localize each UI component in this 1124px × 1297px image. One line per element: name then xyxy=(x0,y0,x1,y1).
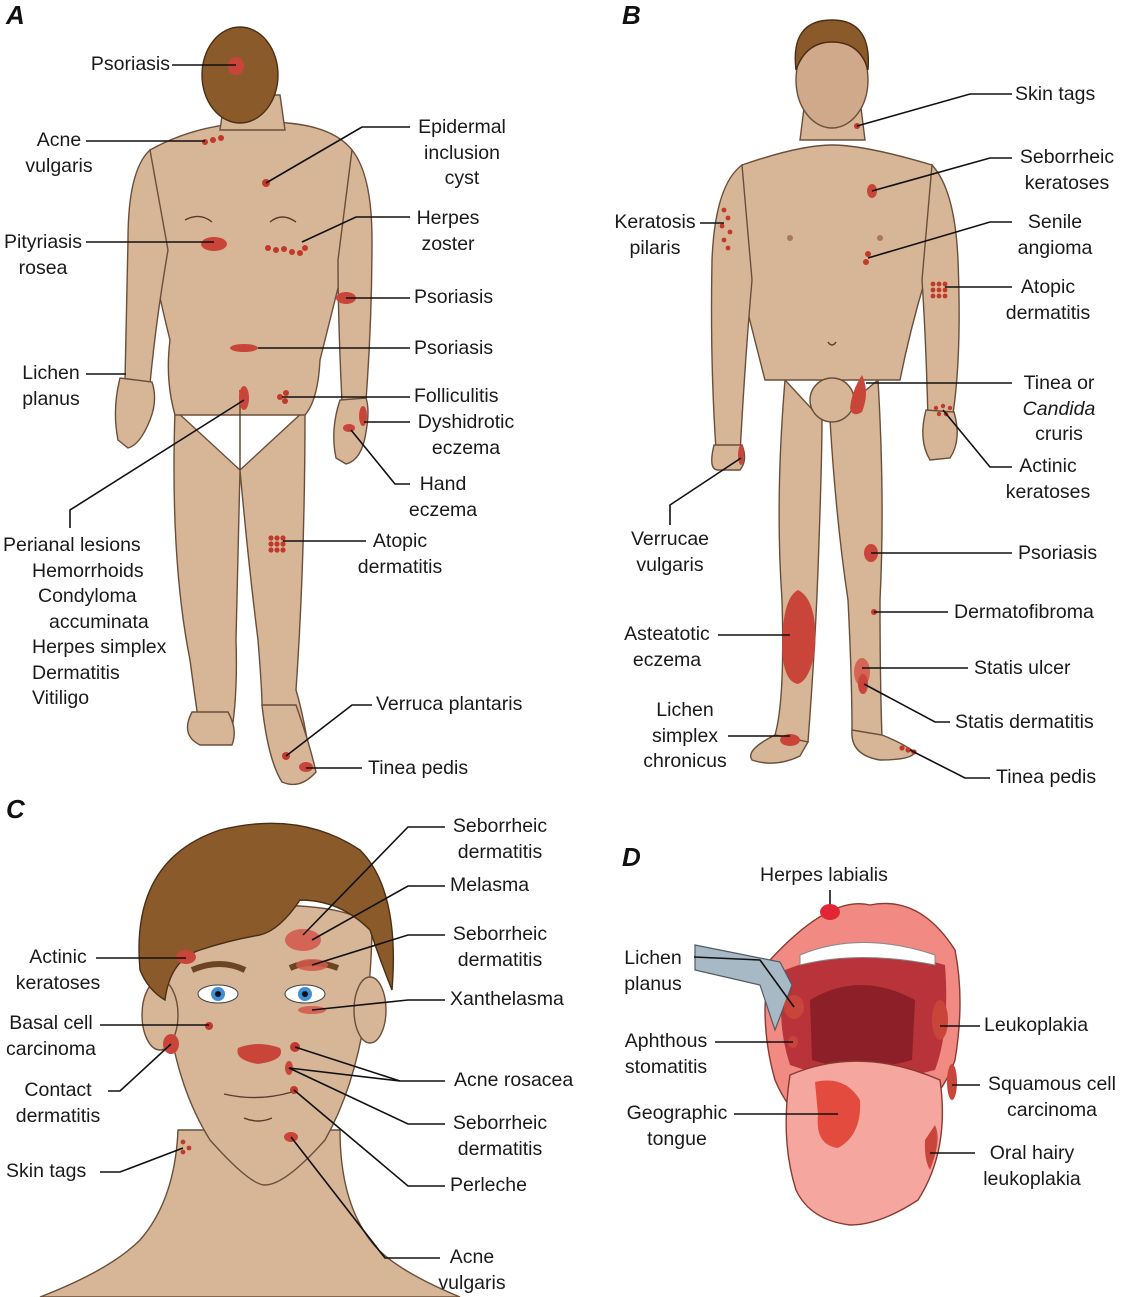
label-c-perleche: Perleche xyxy=(450,1174,527,1196)
panel-a-figure xyxy=(114,26,373,786)
label-a-psoriasis-back: Psoriasis xyxy=(414,337,494,359)
label-b-statis-dermatitis: Statis dermatitis xyxy=(955,711,1094,733)
panel-letter-b: B xyxy=(622,0,641,30)
label-b-psoriasis: Psoriasis xyxy=(1018,542,1098,564)
label-a-verruca-plantaris: Verruca plantaris xyxy=(376,693,523,715)
panel-letter-a: A xyxy=(6,0,25,30)
label-b-statis-ulcer: Statis ulcer xyxy=(974,657,1071,679)
label-b-tinea-pedis: Tinea pedis xyxy=(996,766,1097,788)
label-b-dermatofibroma: Dermatofibroma xyxy=(954,601,1094,623)
label-d-leukoplakia: Leukoplakia xyxy=(984,1014,1089,1036)
label-c-skin-tags: Skin tags xyxy=(6,1160,87,1182)
panel-c-figure xyxy=(39,822,461,1297)
label-a-psoriasis-scalp: Psoriasis xyxy=(90,53,170,75)
label-a-tinea-pedis: Tinea pedis xyxy=(368,757,469,779)
panel-d-figure xyxy=(694,902,961,1226)
panel-b-figure xyxy=(710,19,960,764)
panel-letter-c: C xyxy=(6,794,25,824)
label-c-acne-rosacea: Acne rosacea xyxy=(454,1069,574,1091)
label-a-perianal-lesions: Perianal lesions Hemorrhoids Condyloma a… xyxy=(3,534,167,709)
label-a-psoriasis-elbow: Psoriasis xyxy=(414,286,494,308)
label-c-melasma: Melasma xyxy=(450,874,530,896)
label-b-skin-tags: Skin tags xyxy=(1015,83,1096,105)
label-c-xanthelasma: Xanthelasma xyxy=(450,988,564,1010)
leader-lines xyxy=(69,64,1012,1259)
label-a-folliculitis: Folliculitis xyxy=(414,385,499,407)
panel-letter-d: D xyxy=(622,842,641,872)
label-d-herpes-labialis: Herpes labialis xyxy=(760,864,888,886)
